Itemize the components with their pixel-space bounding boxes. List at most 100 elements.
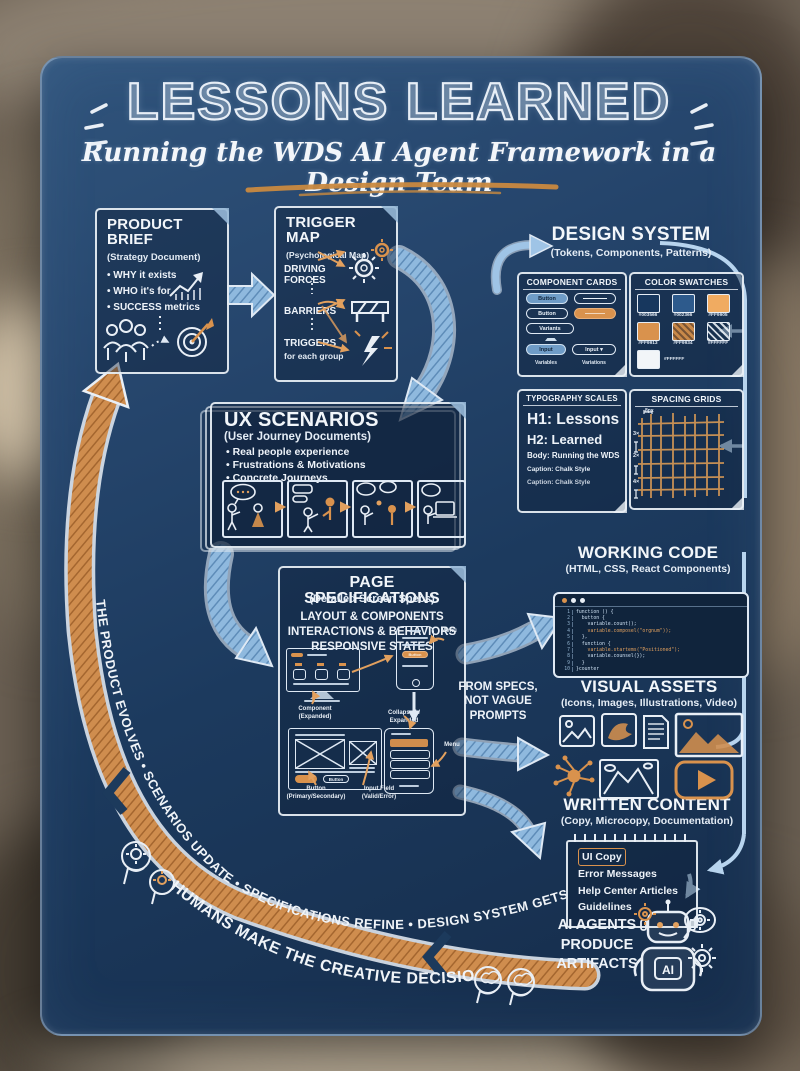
type-scale-h2: H2: Learned xyxy=(527,432,603,447)
image-placeholder xyxy=(295,739,345,769)
typography-panel: TYPOGRAPHY SCALES H1: Lessons H2: Learne… xyxy=(517,389,627,513)
color-swatches-panel: COLOR SWATCHES #003566 #002366 #FF9905 #… xyxy=(629,272,744,377)
color-swatch xyxy=(637,322,660,341)
visual-assets-title: VISUAL ASSETS xyxy=(580,677,718,696)
wire-tile xyxy=(315,669,328,680)
wire-accent xyxy=(295,663,302,666)
variations-label: Variations xyxy=(582,360,606,366)
menu-label-bottom: Menu xyxy=(444,742,460,748)
visual-assets-subtitle: (Icons, Images, Illustrations, Video) xyxy=(560,697,737,710)
swatch-hex: #FF9905 xyxy=(708,313,728,318)
wire-accent xyxy=(339,663,346,666)
sample-variants: Variants xyxy=(526,323,574,334)
home-button xyxy=(412,679,420,687)
wire-button-secondary: Button xyxy=(323,775,349,783)
spacing-grids-title: SPACING GRIDS xyxy=(635,394,738,407)
image-placeholder xyxy=(349,741,377,765)
notepad-spiral xyxy=(574,834,690,842)
browser-wireframe: Button xyxy=(288,728,382,790)
widget-glyph xyxy=(545,338,557,341)
design-system-subtitle: (Tokens, Components, Patterns) xyxy=(550,247,712,260)
swatch-hex: #FF9934 xyxy=(673,341,693,346)
product-brief-bullet: • SUCCESS metrics xyxy=(107,302,200,313)
trigger-map-row: BARRIERS xyxy=(284,306,337,317)
swatch-hex: #FF9913 xyxy=(638,341,658,346)
written-item: Help Center Articles xyxy=(578,884,678,897)
written-content-title: WRITTEN CONTENT xyxy=(563,795,731,814)
ux-scenarios-subtitle: (User Journey Documents) xyxy=(224,431,371,443)
wire-menu-row xyxy=(390,750,430,759)
sample-slider xyxy=(574,293,616,304)
monitor-stand xyxy=(310,692,334,699)
storyboard-panel-2 xyxy=(287,480,348,538)
grid-label-4x: 4× xyxy=(633,479,640,485)
trigger-map-card: TRIGGER MAP (Psychological Map) DRIVING … xyxy=(274,206,398,382)
button-variant-label: Button (Primary/Secondary) xyxy=(286,786,346,800)
component-expanded-label: Component (Expanded) xyxy=(298,706,332,720)
phone-wireframe-collapsed: Button xyxy=(396,626,434,690)
collapsed-expanded-label: Collapsed / Expanded xyxy=(387,710,420,724)
sample-button-primary: Button xyxy=(526,293,568,304)
swatch-hex: #FFFFFF xyxy=(707,341,729,346)
trigger-map-title: TRIGGER MAP xyxy=(286,214,356,246)
trigger-map-note: for each group xyxy=(284,351,344,361)
storyboard-panel-4 xyxy=(417,480,466,538)
ux-bullet: • Real people experience xyxy=(226,446,350,458)
page-specs-feature: INTERACTIONS & BEHAVIORS xyxy=(287,625,457,638)
wire-button: Button xyxy=(402,651,428,658)
sample-input-filled: Input xyxy=(526,344,566,355)
type-scale-caption: Caption: Chalk Style xyxy=(527,479,591,486)
wire-tile xyxy=(337,669,350,680)
sample-button-accent xyxy=(574,308,616,319)
written-item: Error Messages xyxy=(578,868,657,881)
type-scale-h1: H1: Lessons xyxy=(527,411,620,428)
storyboard-panel-1 xyxy=(222,480,283,538)
color-swatch xyxy=(672,322,695,341)
color-swatch xyxy=(637,350,660,369)
trigger-map-row: DRIVING FORCES xyxy=(284,264,326,286)
content-notepad: UI Copy Error Messages Help Center Artic… xyxy=(566,834,698,928)
product-brief-bullet: • WHY it exists xyxy=(107,270,177,281)
swatch-hex: #002366 xyxy=(673,313,693,318)
written-item: Guidelines xyxy=(578,900,632,913)
working-code-title: WORKING CODE xyxy=(577,543,719,562)
type-scale-body: Body: Running the WDS xyxy=(527,451,620,460)
window-dot xyxy=(580,598,585,603)
design-system-title: DESIGN SYSTEM xyxy=(551,224,711,245)
color-swatch xyxy=(707,322,730,341)
working-code-subtitle: (HTML, CSS, React Components) xyxy=(565,563,731,576)
from-specs-note: FROM SPECS, NOT VAGUE PROMPTS xyxy=(458,681,538,722)
spacing-grids-panel: SPACING GRIDS 8px 3× 2× 4× xyxy=(629,389,744,510)
phone-wireframe-expanded xyxy=(384,728,434,794)
trigger-map-subtitle: (Psychological Map) xyxy=(286,250,370,260)
product-brief-card: PRODUCT BRIEF (Strategy Document) • WHY … xyxy=(95,208,229,374)
swatch-hex: #003566 xyxy=(638,313,658,318)
storyboard-panel-3 xyxy=(352,480,413,538)
component-cards-panel: COMPONENT CARDS Button Button Variants I… xyxy=(517,272,627,377)
written-content-subtitle: (Copy, Microcopy, Documentation) xyxy=(560,815,734,828)
desktop-wireframe xyxy=(286,648,360,692)
variables-label: Variables xyxy=(535,360,557,366)
ai-agents-label: AI AGENTS xyxy=(557,917,637,933)
wire-menu-row-active xyxy=(390,739,428,747)
trigger-map-row: TRIGGERS xyxy=(284,338,337,349)
window-dot xyxy=(562,598,567,603)
product-brief-bullet: • WHO it's for xyxy=(107,286,171,297)
wire-tile xyxy=(293,669,306,680)
sample-input-dropdown: Input ▾ xyxy=(572,344,616,355)
color-swatch xyxy=(672,294,695,313)
page-specs-subtitle: (Detailed Screen Specs) xyxy=(309,593,435,605)
page-specs-title: PAGE SPECIFICATIONS xyxy=(304,574,440,607)
written-item-ui-copy: UI Copy xyxy=(578,848,626,867)
product-brief-subtitle: (Strategy Document) xyxy=(107,252,201,263)
menu-label-top: Menu xyxy=(441,628,457,634)
sample-button-secondary: Button xyxy=(526,308,568,319)
poster-title: LESSONS LEARNED xyxy=(126,73,672,131)
swatch-hex: #FFFFFF xyxy=(664,357,685,362)
color-swatches-title: COLOR SWATCHES xyxy=(635,277,738,290)
ai-agents-label: PRODUCE xyxy=(560,936,634,953)
page-specs-feature: RESPONSIVE STATES xyxy=(311,640,433,653)
